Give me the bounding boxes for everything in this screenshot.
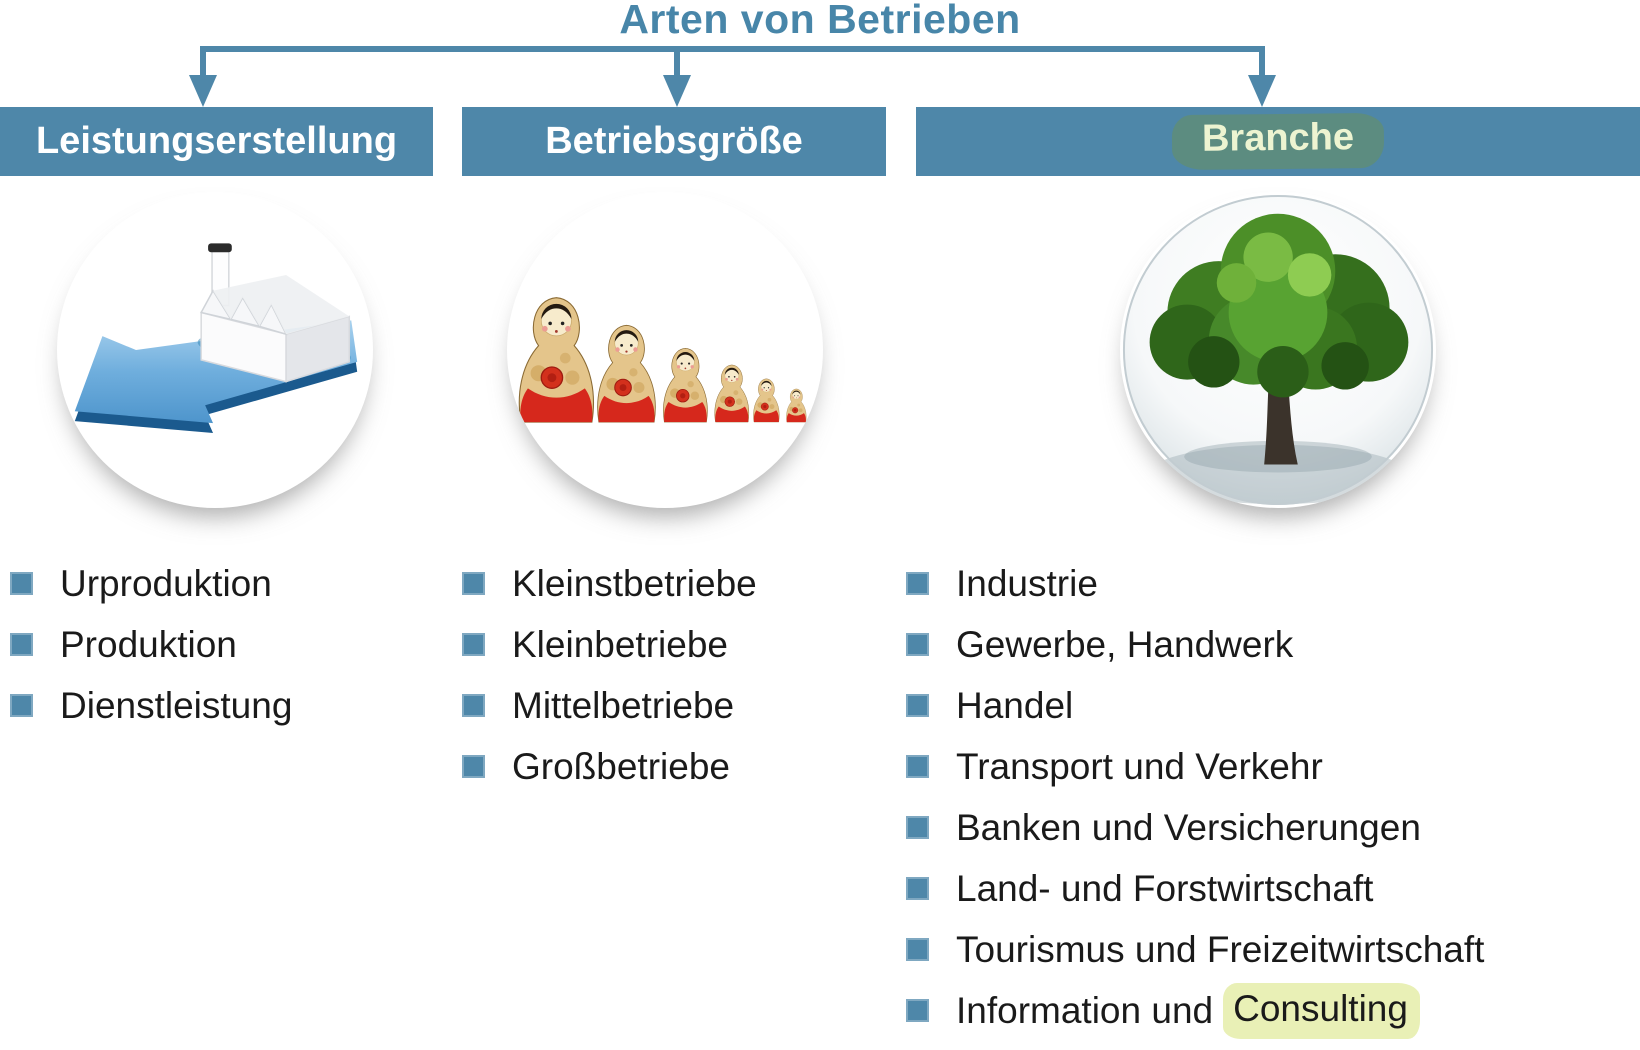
list-item-label: Produktion (60, 623, 237, 665)
category-header-label: Leistungserstellung (35, 120, 398, 162)
branche-marker-highlight: Branche (1171, 112, 1385, 171)
list-item-label: Handel (956, 684, 1074, 726)
tree-graphic (1122, 194, 1434, 506)
bullet-square-icon (906, 572, 929, 595)
bullet-square-icon (906, 694, 929, 717)
list-item: Dienstleistung (10, 675, 292, 736)
bullet-square-icon (906, 633, 929, 656)
bullet-square-icon (462, 755, 485, 778)
list-item: Großbetriebe (462, 736, 757, 797)
list-item-label: Land- und Forstwirtschaft (956, 867, 1374, 909)
list-item-label: Banken und Versicherungen (956, 806, 1421, 848)
bullet-square-icon (462, 572, 485, 595)
category-header-label: Branche (1201, 116, 1355, 160)
bullet-square-icon (906, 755, 929, 778)
list-item-label: Kleinbetriebe (512, 623, 728, 665)
list-item-label: Transport und Verkehr (956, 745, 1323, 787)
arrow-down-icon (189, 75, 217, 107)
list-branche: Industrie Gewerbe, Handwerk Handel Trans… (906, 553, 1484, 1041)
category-header-branche: Branche (916, 107, 1640, 176)
illustration-matryoshka-dolls (507, 192, 823, 508)
list-item: Transport und Verkehr (906, 736, 1484, 797)
list-item: Banken und Versicherungen (906, 797, 1484, 858)
bullet-square-icon (10, 633, 33, 656)
matryoshka-graphic (518, 296, 807, 423)
category-header-label: Betriebsgröße (545, 120, 803, 162)
list-item: Gewerbe, Handwerk (906, 614, 1484, 675)
illustration-factory-on-arrow (57, 192, 373, 508)
list-item: Land- und Forstwirtschaft (906, 858, 1484, 919)
bullet-square-icon (462, 694, 485, 717)
bullet-square-icon (906, 816, 929, 839)
connector-stub-middle (674, 46, 680, 80)
list-item: Tourismus und Freizeitwirtschaft (906, 919, 1484, 980)
bullet-square-icon (10, 572, 33, 595)
list-item-label: Tourismus und Freizeitwirtschaft (956, 928, 1485, 970)
arrow-down-icon (663, 75, 691, 107)
list-item: Produktion (10, 614, 292, 675)
list-item: Kleinbetriebe (462, 614, 757, 675)
connector-stub-right (1259, 46, 1265, 80)
list-item-label: Großbetriebe (512, 745, 730, 787)
list-leistungserstellung: Urproduktion Produktion Dienstleistung (10, 553, 292, 736)
bullet-square-icon (462, 633, 485, 656)
connector-horizontal-line (200, 46, 1265, 52)
list-item-consulting: Information und Consulting (906, 980, 1484, 1041)
list-item-label: Industrie (956, 562, 1098, 604)
list-item: Mittelbetriebe (462, 675, 757, 736)
list-item: Handel (906, 675, 1484, 736)
list-item-label: Kleinstbetriebe (512, 562, 757, 604)
connector-stub-left (200, 46, 206, 80)
list-item-label: Mittelbetriebe (512, 684, 735, 726)
list-item: Kleinstbetriebe (462, 553, 757, 614)
list-item-label: Urproduktion (60, 562, 272, 604)
list-item-label-prefix: Information und (956, 989, 1214, 1031)
list-item-label: Gewerbe, Handwerk (956, 623, 1294, 665)
category-header-betriebsgroesse: Betriebsgröße (462, 107, 886, 176)
bullet-square-icon (906, 877, 929, 900)
bullet-square-icon (10, 694, 33, 717)
list-item: Urproduktion (10, 553, 292, 614)
illustration-tree-sphere (1120, 192, 1436, 508)
list-betriebsgroesse: Kleinstbetriebe Kleinbetriebe Mittelbetr… (462, 553, 757, 797)
list-item-label: Dienstleistung (60, 684, 293, 726)
list-item: Industrie (906, 553, 1484, 614)
consulting-marker-highlight: Consulting (1223, 982, 1420, 1039)
factory-arrow-graphic (74, 243, 358, 433)
bullet-square-icon (906, 938, 929, 961)
bullet-square-icon (906, 999, 929, 1022)
diagram-title: Arten von Betrieben (619, 0, 1021, 42)
category-header-leistungserstellung: Leistungserstellung (0, 107, 433, 176)
arrow-down-icon (1248, 75, 1276, 107)
